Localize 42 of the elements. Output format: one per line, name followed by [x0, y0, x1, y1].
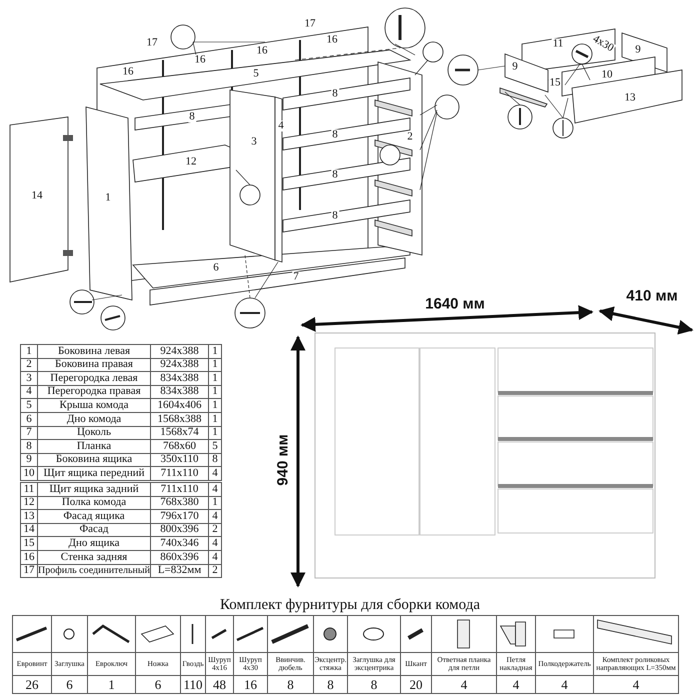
- callout-number: 8: [331, 170, 339, 180]
- callout-number: 16: [194, 54, 206, 66]
- callout-number: 5: [252, 68, 260, 80]
- part-quantity: 4: [208, 466, 222, 481]
- callout-number: 17: [146, 38, 158, 48]
- callout-number: 13: [624, 92, 636, 104]
- hardware-quantity: 4: [593, 675, 679, 694]
- callout-number: 8: [331, 210, 339, 222]
- table-heading: Комплект фурнитуры для сборки комода: [220, 598, 480, 613]
- callout-number: 11: [552, 38, 564, 50]
- part-size: L=832мм: [150, 564, 209, 578]
- part-name: Щит ящика задний: [37, 482, 151, 497]
- callout-number: 3: [250, 136, 258, 148]
- callout-number: 16: [256, 46, 268, 56]
- callout-number: 12: [184, 156, 198, 168]
- callout-number: 8: [188, 112, 196, 122]
- dimension-label: 940 мм: [276, 433, 290, 487]
- part-number: 10: [20, 466, 38, 481]
- callout-number: 16: [326, 34, 338, 46]
- callout-number: 4: [277, 120, 285, 132]
- callout-number: 1: [104, 192, 112, 204]
- callout-number: 10: [600, 70, 614, 80]
- callout-number: 7: [292, 272, 300, 282]
- callout-number: 2: [406, 132, 414, 142]
- callout-number: 9: [634, 44, 642, 56]
- part-name: Профиль соединительный: [37, 564, 151, 578]
- dimension-label: 1640 мм: [424, 296, 486, 312]
- hardware-quantity: 26: [12, 675, 52, 694]
- callout-number: 6: [212, 262, 220, 274]
- part-size: 711x110: [150, 466, 209, 481]
- part-quantity: 2: [208, 564, 222, 578]
- callout-number: 8: [331, 88, 339, 100]
- callout-number: 14: [30, 190, 44, 202]
- part-name: Щит ящика передний: [37, 466, 151, 481]
- dimension-label: 410 мм: [625, 288, 679, 304]
- callout-number: 17: [304, 18, 316, 30]
- part-quantity: 1: [208, 344, 222, 359]
- callout-number: 15: [548, 78, 562, 88]
- callout-number: 8: [331, 130, 339, 140]
- callout-number: 9: [511, 62, 519, 72]
- callout-number: 16: [122, 66, 134, 78]
- part-quantity: 4: [208, 482, 222, 497]
